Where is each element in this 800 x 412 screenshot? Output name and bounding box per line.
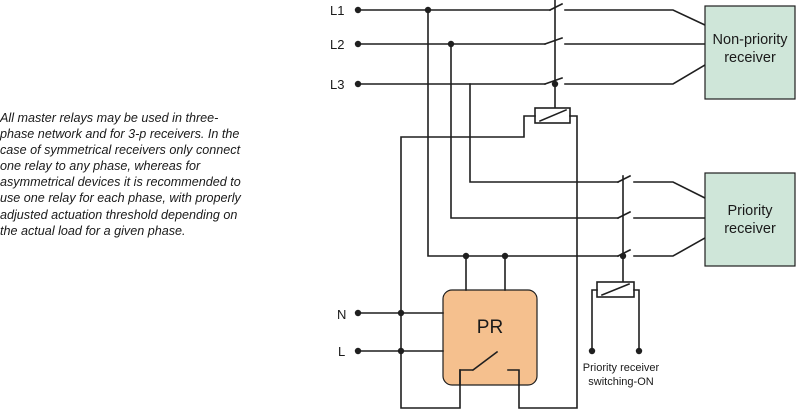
junction-dot (462, 252, 470, 260)
description-line: use one relay for each phase, with prope… (0, 191, 241, 206)
non-priority-contactor (534, 0, 571, 124)
description-line: the actual load for a given phase. (0, 223, 186, 238)
terminal-dot (635, 347, 643, 355)
terminal-dot (354, 6, 362, 14)
non-priority-receiver-line2: receiver (724, 50, 776, 66)
junction-dot (424, 6, 432, 14)
junction-dot (619, 252, 627, 260)
junction-dot (397, 347, 405, 355)
priority-contactor (591, 174, 707, 352)
tap-l2 (450, 43, 619, 219)
pr-internal-switch-icon (459, 350, 520, 386)
tap-l1 (427, 9, 619, 257)
phase-label-l3: L3 (330, 77, 344, 92)
description-line: All master relays may be used in three- (0, 111, 219, 125)
priority-relay-box (442, 289, 538, 386)
description-line: asymmetrical devices it is recommended t… (0, 175, 241, 190)
priority-receiver-box (704, 172, 796, 267)
line-label-l: L (338, 344, 345, 359)
junction-dot (501, 252, 509, 260)
description-text: All master relays may be used in three- … (0, 110, 298, 239)
description-line: one relay to any phase, whereas for (0, 159, 201, 174)
terminal-dot (354, 80, 362, 88)
coil-wire-right (518, 115, 578, 409)
terminal-dot (354, 309, 362, 317)
phase-label-l1: L1 (330, 3, 344, 18)
priority-receiver-line1: Priority (727, 203, 773, 219)
switching-on-line1: Priority receiver (583, 362, 660, 374)
description-line: phase network and for 3-p receivers. In … (0, 127, 240, 142)
terminal-dot (588, 347, 596, 355)
description-line: case of symmetrical receivers only conne… (0, 143, 241, 158)
phase-label-l2: L2 (330, 37, 344, 52)
tap-l3 (469, 83, 619, 183)
l-to-switch-wire (400, 350, 461, 409)
priority-relay-label: PR (477, 317, 503, 338)
junction-dot (447, 40, 455, 48)
non-priority-receiver-box (704, 5, 796, 100)
junction-dots (354, 6, 643, 355)
neutral-label: N (337, 307, 346, 322)
phase-wires (357, 9, 707, 85)
switching-on-line2: switching-ON (588, 376, 653, 388)
non-priority-receiver-line1: Non-priority (713, 32, 789, 48)
priority-receiver-line2: receiver (724, 221, 776, 237)
coil-wire-left (400, 115, 536, 352)
terminal-dot (354, 40, 362, 48)
junction-dot (397, 309, 405, 317)
junction-dot (551, 80, 559, 88)
description-line: adjusted actuation threshold depending o… (0, 207, 238, 222)
terminal-dot (354, 347, 362, 355)
